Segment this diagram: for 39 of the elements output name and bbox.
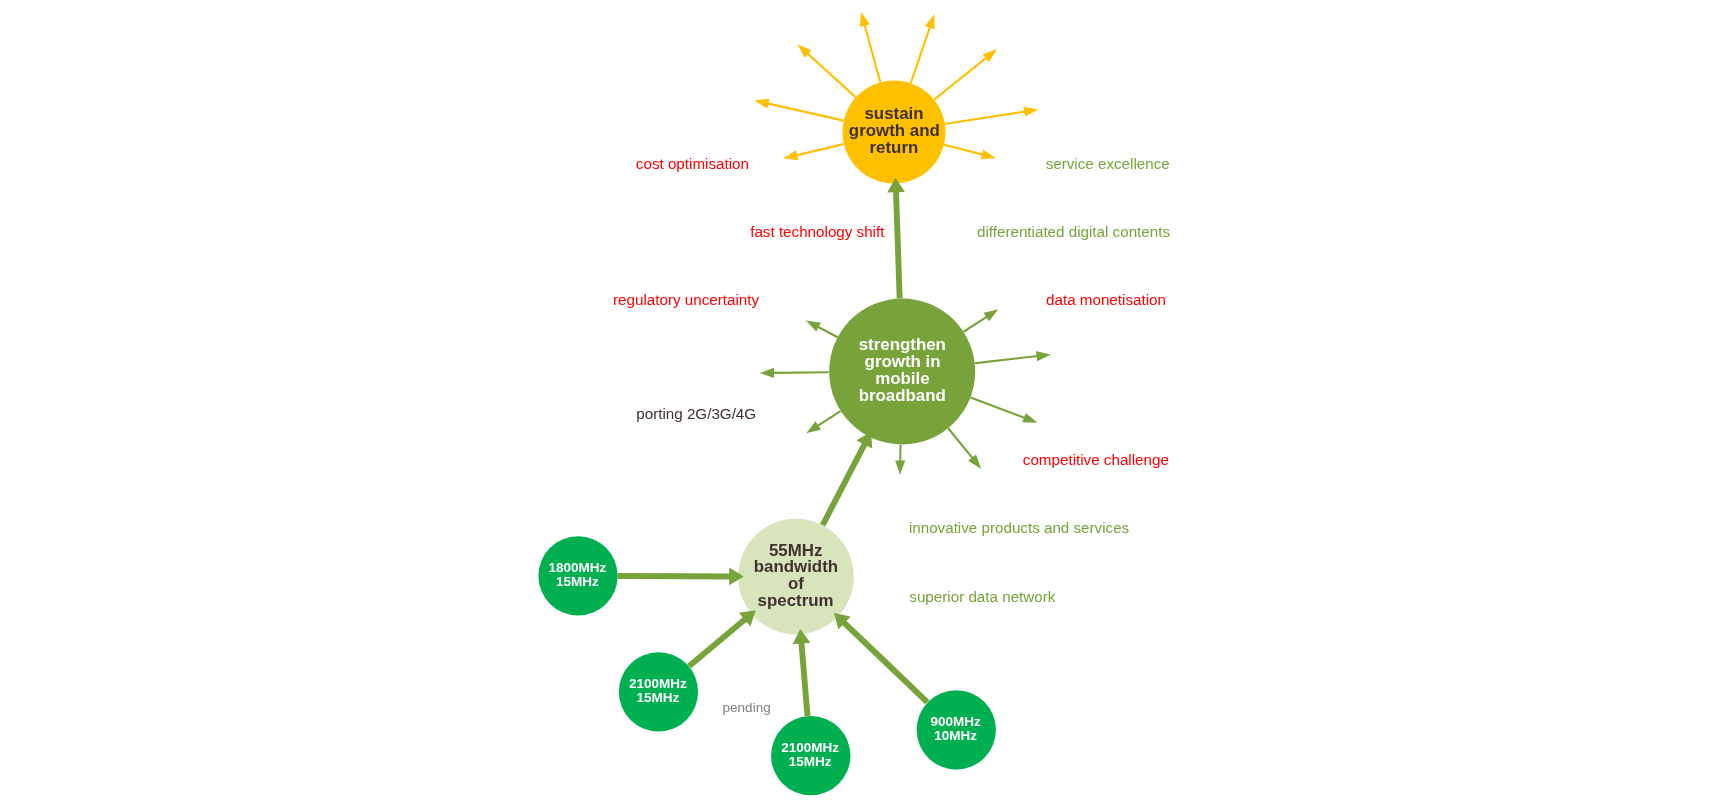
arrow (943, 143, 996, 160)
label: innovative products and services (908, 519, 1129, 537)
label: fast technology shift (749, 222, 884, 240)
arrow (962, 309, 998, 333)
arrow (686, 610, 756, 669)
label: regulatory uncertainty (612, 291, 759, 309)
label: service excellence (1045, 154, 1170, 172)
node-circle: 2100MHz 15MHz (618, 652, 698, 732)
arrow (833, 613, 929, 705)
node-circle: 900MHz 10MHz (916, 690, 996, 770)
arrow (886, 177, 905, 299)
arrow (792, 628, 810, 717)
node-circle: 2100MHz 15MHz (770, 715, 850, 796)
arrow (946, 427, 981, 469)
arrow (796, 44, 856, 98)
arrow (819, 431, 872, 527)
arrow (782, 143, 844, 161)
arrow (969, 396, 1037, 423)
arrow (753, 98, 844, 122)
node-circle: strengthen growth in mobile broadband (828, 298, 975, 445)
label: superior data network (908, 587, 1055, 605)
arrow (909, 14, 935, 84)
arrow (894, 444, 905, 475)
node-circle: sustain growth and return (842, 80, 945, 184)
arrow (617, 567, 744, 586)
label: cost optimisation (635, 154, 749, 172)
label: competitive challenge (1022, 450, 1169, 468)
label: data monetisation (1045, 291, 1166, 309)
arrow (805, 320, 838, 339)
label: porting 2G/3G/4G (635, 405, 756, 423)
node-circle: 1800MHz 15MHz (537, 536, 618, 616)
arrow (944, 106, 1038, 126)
label: differentiated digital contents (976, 222, 1170, 240)
arrow (974, 351, 1051, 365)
arrow (933, 49, 997, 101)
arrow (805, 410, 841, 434)
arrow (859, 11, 881, 83)
node-label: pending (722, 699, 771, 715)
arrow (759, 367, 829, 378)
